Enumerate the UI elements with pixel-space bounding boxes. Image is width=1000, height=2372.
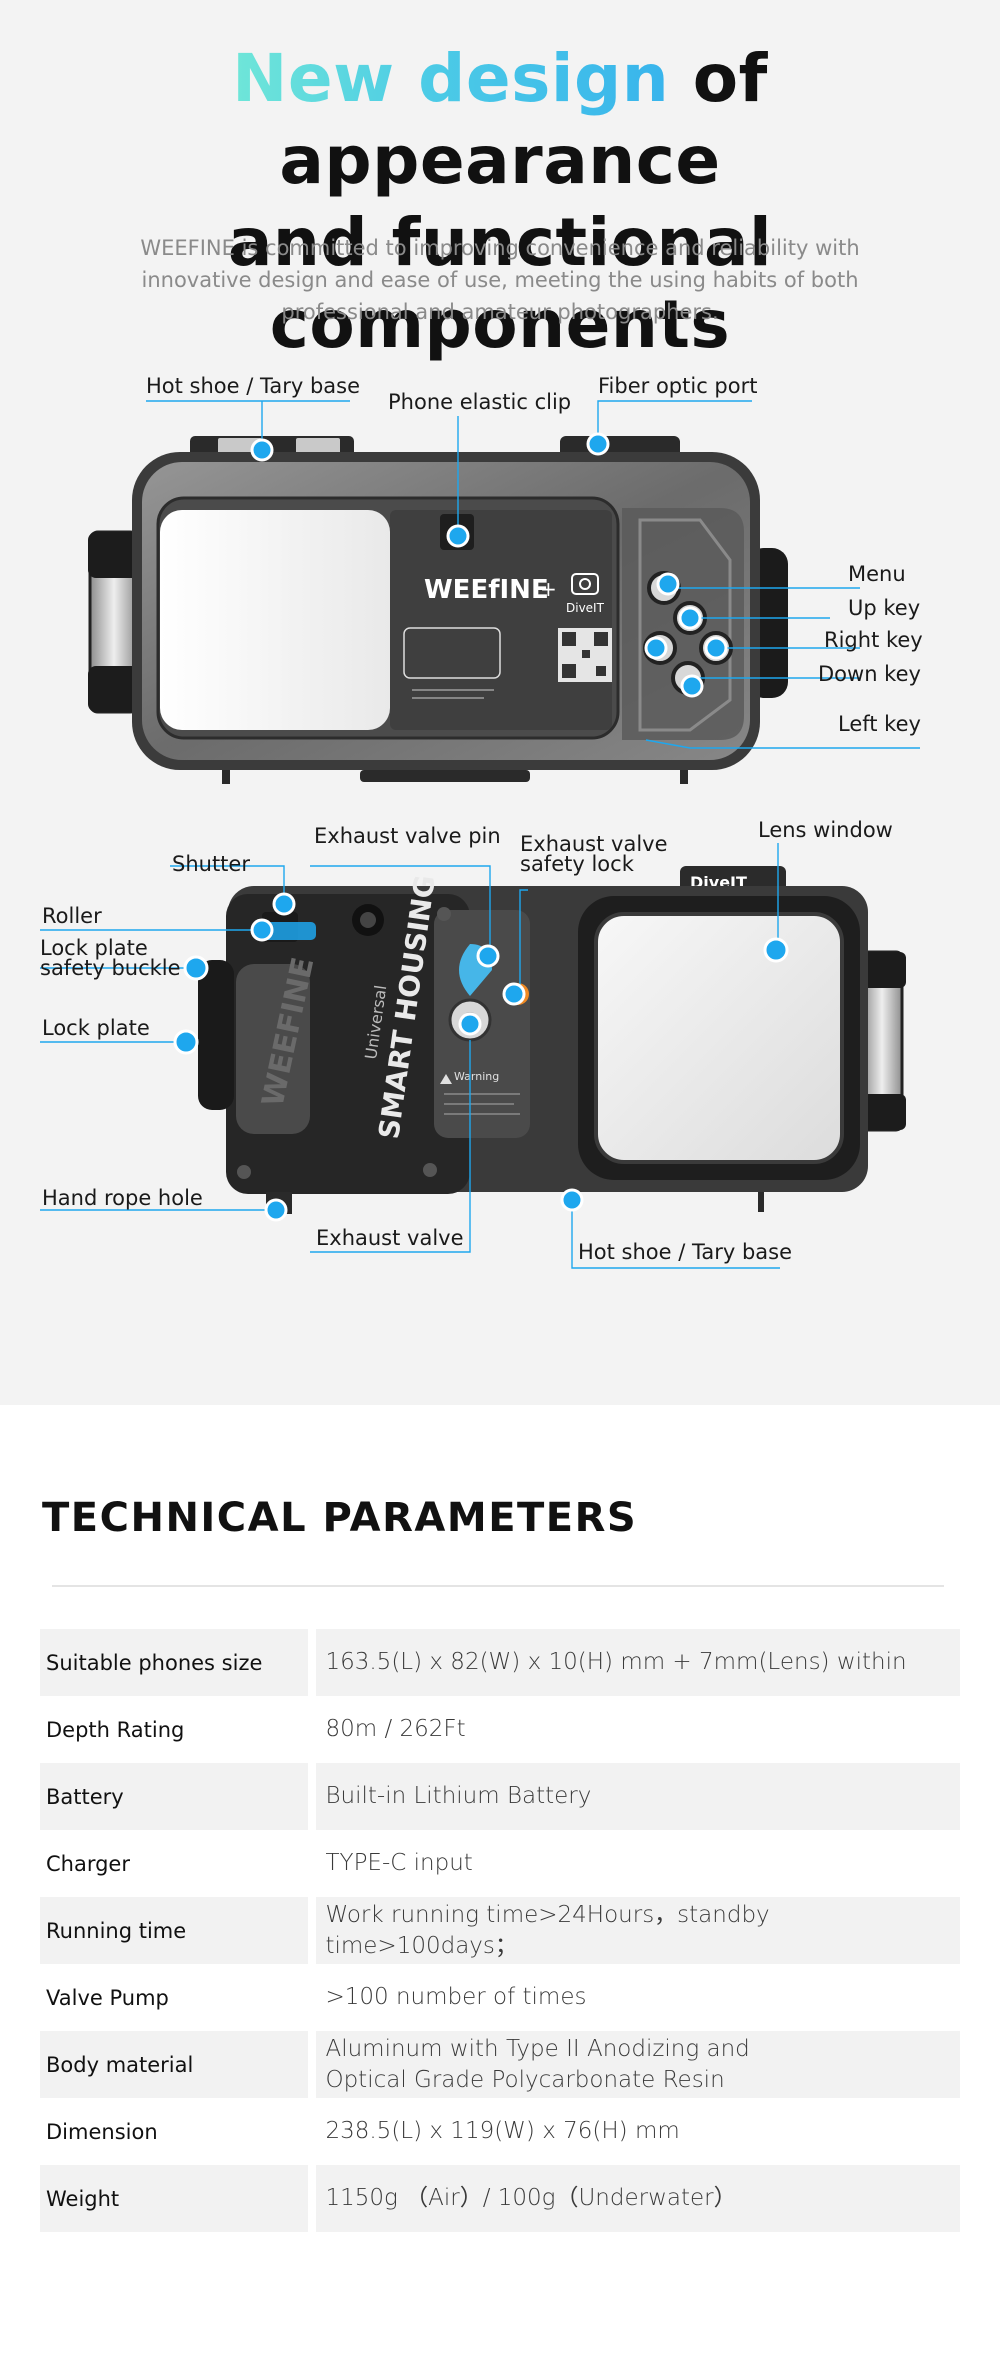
back-divelt-text: DiveIT xyxy=(690,873,747,892)
callout-shutter: Shutter xyxy=(172,852,250,876)
universal-text: Universal xyxy=(361,984,390,1061)
callout-fiber-port: Fiber optic port xyxy=(598,374,758,398)
param-key: Valve Pump xyxy=(40,1964,317,2031)
callout-right-key: Right key xyxy=(824,628,923,652)
param-value: Work running time>24Hours，standby time>1… xyxy=(316,1897,960,1964)
param-value: 163.5(L) x 82(W) x 10(H) mm + 7mm(Lens) … xyxy=(316,1629,960,1696)
param-key: Suitable phones size xyxy=(40,1629,317,1696)
callout-phone-clip: Phone elastic clip xyxy=(388,390,572,414)
table-row: Dimension 238.5(L) x 119(W) x 76(H) mm xyxy=(40,2098,960,2165)
marker-left-key[interactable] xyxy=(644,636,668,660)
camera-icon xyxy=(571,573,599,595)
front-plus-text: + xyxy=(540,577,557,601)
subtitle: WEEFINE is committed to improving conven… xyxy=(140,236,860,324)
marker-up-key[interactable] xyxy=(678,606,702,630)
table-row: Suitable phones size 163.5(L) x 82(W) x … xyxy=(40,1629,960,1696)
callout-up-key: Up key xyxy=(848,596,921,620)
param-value: Built-in Lithium Battery xyxy=(316,1763,960,1830)
table-row: Body material Aluminum with Type II Anod… xyxy=(40,2031,960,2098)
param-key: Running time xyxy=(40,1897,317,1964)
param-key: Weight xyxy=(40,2165,317,2232)
table-row: Charger TYPE-C input xyxy=(40,1830,960,1897)
marker-exhaust-pin[interactable] xyxy=(476,944,500,968)
marker-menu[interactable] xyxy=(656,572,680,596)
marker-lock-plate[interactable] xyxy=(173,1029,199,1055)
warning-text: Warning xyxy=(454,1070,499,1083)
callout-hot-shoe-back: Hot shoe / Tary base xyxy=(578,1240,793,1264)
callout-exhaust-valve: Exhaust valve xyxy=(316,1226,464,1250)
callout-lock-buckle: Lock plate safety buckle xyxy=(40,936,240,980)
marker-fiber-port[interactable] xyxy=(586,432,610,456)
callout-down-key: Down key xyxy=(818,662,921,686)
callout-roller: Roller xyxy=(42,904,102,928)
headline-accent: New design xyxy=(232,40,670,117)
param-key: Body material xyxy=(40,2031,317,2098)
params-title: TECHNICAL PARAMETERS xyxy=(42,1495,638,1541)
product-feature-section: New design of appearance and functional … xyxy=(0,0,1000,1405)
marker-exhaust-valve[interactable] xyxy=(458,1012,482,1036)
marker-roller[interactable] xyxy=(250,918,274,942)
callout-hand-rope: Hand rope hole xyxy=(42,1186,203,1210)
param-key: Charger xyxy=(40,1830,317,1897)
table-row: Running time Work running time>24Hours，s… xyxy=(40,1897,960,1964)
callout-exhaust-lock-line2: safety lock xyxy=(520,852,634,876)
qr-code-icon xyxy=(558,628,612,682)
callout-left-key: Left key xyxy=(838,712,921,736)
marker-exhaust-lock[interactable] xyxy=(502,982,526,1006)
front-divelt-text: DiveIT xyxy=(566,601,605,615)
marker-hot-shoe-back[interactable] xyxy=(560,1188,584,1212)
table-row: Weight 1150g （Air）/ 100g（Underwater） xyxy=(40,2165,960,2232)
housing-back: DiveIT WEEFINE SMART HOUSING Universal W… xyxy=(198,866,906,1214)
callout-lens-window: Lens window xyxy=(758,818,893,842)
headline: New design of appearance and functional … xyxy=(0,38,1000,366)
marker-phone-clip[interactable] xyxy=(446,524,470,548)
technical-parameters-section: TECHNICAL PARAMETERS Suitable phones siz… xyxy=(0,1405,1000,2372)
warning-icon xyxy=(440,1074,452,1084)
marker-down-key[interactable] xyxy=(680,674,704,698)
grip-brand-text: WEEFINE xyxy=(256,954,322,1109)
callout-lock-buckle-line2: safety buckle xyxy=(40,956,181,980)
marker-shutter[interactable] xyxy=(272,892,296,916)
callout-lock-plate: Lock plate xyxy=(42,1016,150,1040)
params-table: Suitable phones size 163.5(L) x 82(W) x … xyxy=(40,1629,960,2232)
marker-hot-shoe-front[interactable] xyxy=(250,438,274,462)
table-row: Valve Pump >100 number of times xyxy=(40,1964,960,2031)
headline-line2: and functional components xyxy=(227,204,773,363)
param-value: 80m / 262Ft xyxy=(325,1716,466,1742)
callout-lock-buckle-line1: Lock plate xyxy=(40,936,148,960)
param-value: 238.5(L) x 119(W) x 76(H) mm xyxy=(325,2118,680,2144)
param-key: Depth Rating xyxy=(40,1696,317,1763)
params-divider xyxy=(52,1585,944,1587)
housing-front: WEEfINE + DiveIT xyxy=(88,436,788,784)
callout-exhaust-pin: Exhaust valve pin xyxy=(314,824,501,848)
table-row: Depth Rating 80m / 262Ft xyxy=(40,1696,960,1763)
param-value: 1150g （Air）/ 100g（Underwater） xyxy=(316,2165,960,2232)
param-value: Aluminum with Type II Anodizing and Opti… xyxy=(316,2031,960,2098)
param-value: >100 number of times xyxy=(325,1984,587,2010)
table-row: Battery Built-in Lithium Battery xyxy=(40,1763,960,1830)
callout-exhaust-lock: Exhaust valve safety lock xyxy=(520,832,720,876)
marker-right-key[interactable] xyxy=(704,636,728,660)
param-key: Dimension xyxy=(40,2098,317,2165)
callout-menu: Menu xyxy=(848,562,906,586)
param-value: TYPE-C input xyxy=(325,1850,473,1876)
callout-exhaust-lock-line1: Exhaust valve xyxy=(520,832,668,856)
param-key: Battery xyxy=(40,1763,317,1830)
callout-hot-shoe-front: Hot shoe / Tary base xyxy=(146,374,361,398)
smart-housing-text: SMART HOUSING xyxy=(372,873,442,1141)
front-brand-text: WEEfINE xyxy=(424,575,549,605)
marker-hand-rope[interactable] xyxy=(264,1198,288,1222)
headline-line1: of appearance xyxy=(279,40,768,199)
marker-lens-window[interactable] xyxy=(763,937,789,963)
